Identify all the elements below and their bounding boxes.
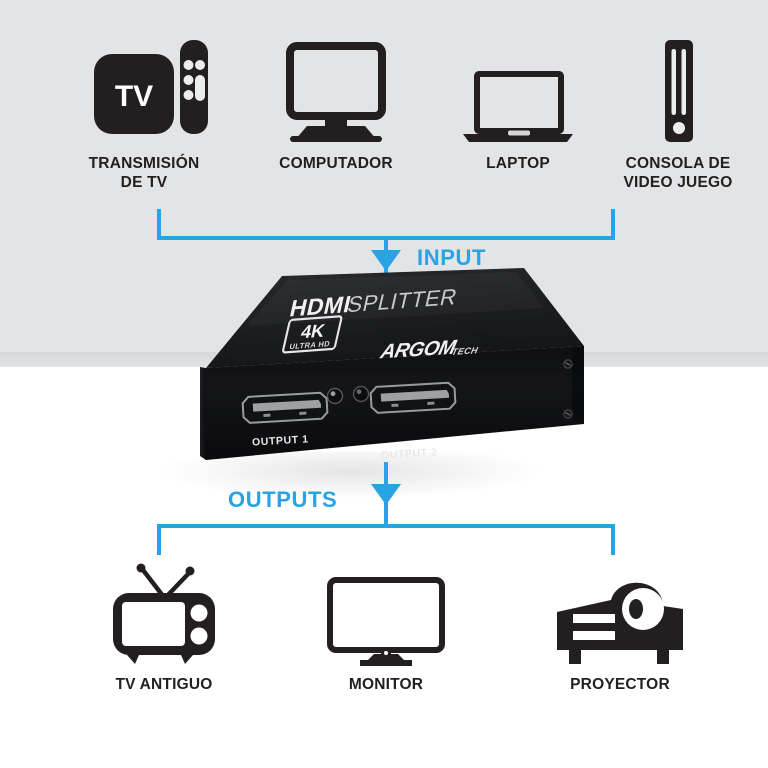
destination-item-monitor: MONITOR: [302, 560, 470, 694]
device-brand-logo: ARGOM TECH: [377, 336, 479, 364]
hdmi-port-output-1: [241, 391, 329, 424]
source-device-row: TV TRANSMISIÓN DE TV: [0, 34, 768, 194]
svg-text:TV: TV: [115, 80, 153, 113]
destination-item-projector: PROYECTOR: [534, 560, 706, 694]
svg-text:TECH: TECH: [451, 345, 479, 357]
svg-text:4K: 4K: [299, 320, 327, 343]
outputs-bracket-horizontal: [157, 524, 615, 528]
outputs-label: OUTPUTS: [228, 487, 338, 512]
source-item-label: COMPUTADOR: [279, 155, 393, 172]
destination-device-row: TV ANTIGUO MONITOR: [0, 560, 768, 720]
outputs-arrow-head: [371, 484, 401, 505]
outputs-bracket-left-tick: [157, 524, 161, 555]
source-item-label: LAPTOP: [486, 155, 550, 172]
source-item-computer: COMPUTADOR: [252, 34, 420, 174]
destination-item-label: PROYECTOR: [570, 676, 670, 693]
input-bracket-right-tick: [611, 209, 615, 239]
device-hdmi-wordmark: HDMI: [287, 291, 353, 321]
led-indicator-1: [326, 387, 344, 405]
destination-item-label: MONITOR: [348, 676, 424, 693]
svg-text:ARGOM: ARGOM: [377, 336, 459, 364]
device-drop-shadow: [150, 452, 550, 500]
source-item-label: CONSOLA DE VIDEO JUEGO: [623, 155, 733, 191]
device-screw-upper: [563, 359, 573, 369]
source-item-label: TRANSMISIÓN DE TV: [88, 155, 200, 191]
input-label: INPUT: [417, 245, 486, 270]
destination-item-label: TV ANTIGUO: [115, 676, 213, 693]
destination-item-retro-tv: TV ANTIGUO: [74, 560, 254, 694]
flat-monitor-icon: [302, 560, 470, 668]
outputs-bracket-right-tick: [611, 524, 615, 555]
projector-icon: [534, 560, 706, 668]
input-arrow-head: [371, 250, 401, 271]
led-indicator-2: [352, 385, 370, 403]
hdmi-port-output-2: [369, 381, 457, 414]
source-item-game-console: CONSOLA DE VIDEO JUEGO: [598, 34, 758, 193]
hdmi-splitter-device: HDMI SPLITTER 4K ULTRA HD ARGOM TECH: [176, 268, 584, 480]
device-4k-badge: 4K ULTRA HD: [282, 315, 343, 354]
device-screw-lower: [563, 409, 573, 419]
source-item-laptop: LAPTOP: [440, 34, 596, 174]
source-item-streaming-tv: TV TRANSMISIÓN DE TV: [54, 34, 234, 193]
game-console-icon: [598, 34, 758, 146]
svg-text:ULTRA HD: ULTRA HD: [289, 339, 332, 351]
tv-box-and-remote-icon: TV: [54, 34, 234, 146]
desktop-computer-icon: [252, 34, 420, 146]
input-bracket-left-tick: [157, 209, 161, 239]
retro-tv-icon: [74, 560, 254, 668]
laptop-icon: [440, 34, 596, 146]
